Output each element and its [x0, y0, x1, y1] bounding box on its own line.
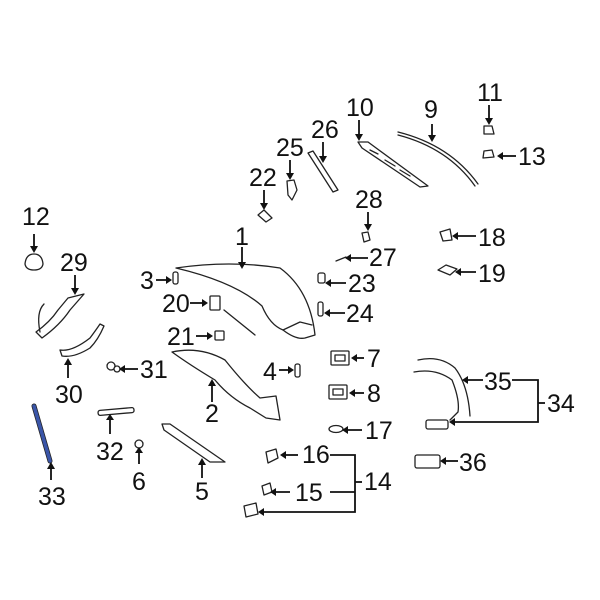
- svg-text:16: 16: [302, 441, 330, 469]
- part-22-bracket: 22: [249, 164, 277, 223]
- svg-text:12: 12: [22, 203, 50, 231]
- part-18-clip: 18: [439, 224, 506, 252]
- svg-text:5: 5: [195, 478, 209, 506]
- part-30-hinge-cover: 30: [55, 323, 105, 409]
- part-2-trunk-trim: 2: [171, 349, 281, 428]
- part-13-clip: 13: [482, 143, 546, 171]
- part-34-harness-group: 35 34: [413, 357, 575, 430]
- part-32-light-bar: 32: [96, 406, 135, 466]
- part-24-bumper: 24: [317, 300, 374, 328]
- svg-text:9: 9: [424, 96, 438, 124]
- part-6-clip: 6: [132, 439, 146, 496]
- svg-text:6: 6: [132, 468, 146, 496]
- svg-text:32: 32: [96, 438, 124, 466]
- svg-text:34: 34: [547, 390, 575, 418]
- svg-text:14: 14: [364, 468, 392, 496]
- svg-text:28: 28: [355, 186, 383, 214]
- part-28-bolt: 28: [355, 186, 383, 243]
- svg-text:33: 33: [38, 483, 66, 511]
- part-25-bracket: 25: [276, 134, 304, 201]
- svg-text:1: 1: [235, 223, 249, 251]
- svg-text:24: 24: [346, 300, 374, 328]
- svg-text:26: 26: [311, 116, 339, 144]
- svg-text:22: 22: [249, 164, 277, 192]
- svg-text:35: 35: [484, 368, 512, 396]
- svg-text:4: 4: [263, 358, 277, 386]
- part-29-hinge-cover: 29: [35, 249, 88, 339]
- svg-text:17: 17: [365, 417, 393, 445]
- svg-text:21: 21: [167, 323, 195, 351]
- part-17-washer: 17: [328, 417, 393, 445]
- svg-text:36: 36: [459, 449, 487, 477]
- part-33-lift-support: 33: [31, 403, 66, 511]
- part-20-latch: 20: [162, 290, 256, 336]
- svg-text:27: 27: [369, 244, 397, 272]
- svg-text:29: 29: [60, 249, 88, 277]
- svg-text:15: 15: [295, 479, 323, 507]
- part-19-clip: 19: [437, 260, 506, 288]
- part-14-group: 16 15 14: [243, 441, 392, 518]
- part-8-switch: 8: [328, 380, 381, 408]
- svg-text:30: 30: [55, 381, 83, 409]
- svg-text:31: 31: [140, 356, 168, 384]
- svg-text:19: 19: [478, 260, 506, 288]
- part-27-screw: 27: [335, 244, 397, 272]
- svg-text:10: 10: [346, 94, 374, 122]
- svg-text:2: 2: [205, 400, 219, 428]
- part-4-bumper: 4: [263, 358, 301, 386]
- svg-text:25: 25: [276, 134, 304, 162]
- part-3-bumper: 3: [140, 267, 179, 295]
- svg-text:20: 20: [162, 290, 190, 318]
- svg-text:23: 23: [348, 270, 376, 298]
- svg-text:18: 18: [478, 224, 506, 252]
- part-1-trunk-lid: 1: [175, 223, 316, 339]
- svg-text:13: 13: [518, 143, 546, 171]
- part-11-clip: 11: [477, 79, 503, 135]
- part-9-molding: 9: [397, 96, 479, 187]
- part-36-module: 36: [414, 449, 487, 477]
- part-31-clip: 31: [106, 356, 168, 384]
- svg-text:11: 11: [477, 79, 503, 107]
- part-21-striker: 21: [167, 323, 225, 351]
- part-7-switch: 7: [330, 345, 381, 373]
- svg-text:7: 7: [367, 345, 381, 373]
- svg-text:3: 3: [140, 267, 154, 295]
- part-26-panel: 26: [307, 116, 339, 193]
- part-5-sill-plate: 5: [161, 423, 226, 506]
- part-10-emblem-strip: 10: [346, 94, 429, 188]
- svg-text:8: 8: [367, 380, 381, 408]
- part-12-grommet: 12: [22, 203, 50, 271]
- part-23-bumper: 23: [317, 270, 376, 298]
